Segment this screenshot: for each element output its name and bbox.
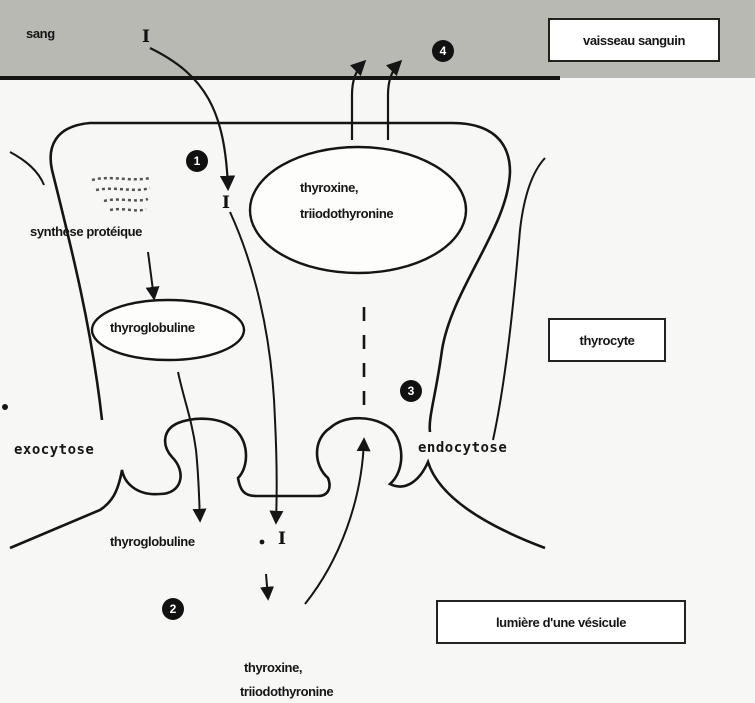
left-neighbor-cell bbox=[10, 152, 44, 185]
lumen-iodine-arrow bbox=[266, 574, 268, 598]
hormones-vesicle-label-line1: thyroxine, bbox=[300, 180, 358, 196]
endocytose-label: endocytose bbox=[418, 440, 507, 456]
thyroglobuline-lumen-label: thyroglobuline bbox=[110, 534, 195, 550]
iodine-secretion-arrow bbox=[230, 212, 277, 522]
ribosome-cluster-icon bbox=[92, 178, 150, 210]
hormones-lumen-label-line1: thyroxine, bbox=[244, 660, 302, 676]
iodine-lumen-symbol: I bbox=[278, 530, 286, 548]
hormones-lumen-label-line2: triiodothyronine bbox=[240, 684, 333, 700]
thyroglobulin-export-arrow bbox=[178, 372, 200, 520]
step-4-badge: 4 bbox=[432, 40, 454, 62]
right-neighbor-cell bbox=[493, 158, 545, 440]
endocytosis-arrow bbox=[305, 440, 364, 604]
step-2-badge: 2 bbox=[162, 598, 184, 620]
synthesis-arrow bbox=[148, 252, 154, 298]
iodine-cell-symbol: I bbox=[222, 194, 230, 212]
hormones-vesicle-label-line2: triiodothyronine bbox=[300, 206, 393, 222]
marker-dot-lumen bbox=[260, 540, 265, 545]
thyrocyte-box: thyrocyte bbox=[548, 318, 666, 362]
lumiere-vesicule-box: lumière d'une vésicule bbox=[436, 600, 686, 644]
marker-dot-left bbox=[2, 404, 8, 410]
exocytose-label: exocytose bbox=[14, 442, 94, 458]
step-3-badge: 3 bbox=[400, 380, 422, 402]
synthese-proteique-label: synthèse protéique bbox=[30, 224, 142, 240]
thyroglobuline-cell-label: thyroglobuline bbox=[110, 320, 195, 336]
vaisseau-sanguin-box: vaisseau sanguin bbox=[548, 18, 720, 62]
iodine-blood-symbol: I bbox=[142, 28, 150, 46]
step-1-badge: 1 bbox=[186, 150, 208, 172]
sang-label: sang bbox=[26, 26, 55, 42]
